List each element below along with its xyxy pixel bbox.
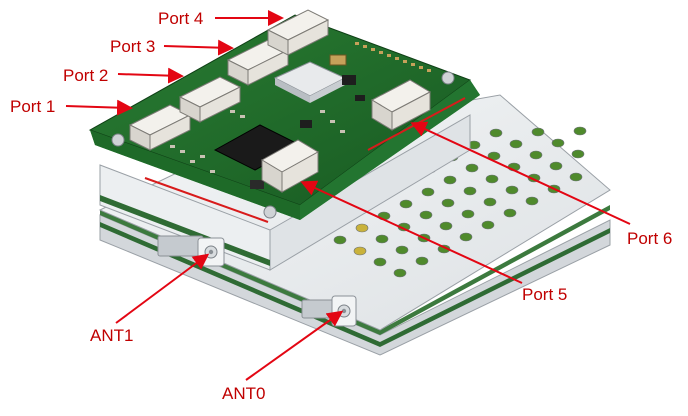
vent-hole [373, 257, 387, 267]
port6-label: Port 6 [627, 229, 672, 248]
vent-hole [333, 235, 347, 245]
vent-hole [355, 223, 369, 233]
vent-hole [441, 198, 455, 208]
vent-hole [505, 185, 519, 195]
port3-label: Port 3 [110, 37, 155, 56]
ant1-connector [157, 235, 225, 267]
vent-hole [463, 186, 477, 196]
callout-arrows [65, 10, 631, 381]
port1-label: Port 1 [10, 97, 55, 116]
port1-connector [128, 104, 192, 151]
vent-hole [421, 187, 435, 197]
port2-arrow [117, 67, 184, 84]
vent-hole [483, 197, 497, 207]
vent-hole [443, 175, 457, 185]
vent-hole [529, 150, 543, 160]
vent-hole [375, 234, 389, 244]
port3-arrow [163, 39, 234, 56]
vent-hole [439, 221, 453, 231]
vent-hole [571, 149, 585, 159]
ant0-label: ANT0 [222, 384, 265, 403]
port4-label: Port 4 [158, 9, 203, 28]
ant1-label: ANT1 [90, 326, 133, 345]
vent-hole [393, 268, 407, 278]
vent-hole [353, 246, 367, 256]
vent-hole [503, 208, 517, 218]
vent-hole [481, 220, 495, 230]
pcb-board [88, 14, 480, 223]
vent-hole [573, 126, 587, 136]
vent-hole [551, 138, 565, 148]
port6-arrow [410, 121, 631, 225]
port1-arrow [65, 99, 133, 116]
port4-connector [266, 9, 330, 56]
vent-hole [525, 196, 539, 206]
port2-label: Port 2 [63, 66, 108, 85]
vent-hole [395, 245, 409, 255]
vent-hole [419, 210, 433, 220]
vent-hole [399, 199, 413, 209]
vent-hole [569, 172, 583, 182]
vent-hole [549, 161, 563, 171]
vent-hole [489, 128, 503, 138]
vent-hole [459, 232, 473, 242]
vent-hole [465, 163, 479, 173]
vent-hole [415, 256, 429, 266]
ant1-arrow [115, 253, 210, 324]
callout-labels: Port 4 Port 3 Port 2 Port 1 Port 6 Port … [10, 9, 672, 403]
vent-hole [531, 127, 545, 137]
port5-connector [261, 139, 319, 193]
ant0-arrow [245, 310, 344, 381]
vent-hole [509, 139, 523, 149]
vent-hole [461, 209, 475, 219]
port5-label: Port 5 [522, 285, 567, 304]
vent-hole [485, 174, 499, 184]
port5-arrow [300, 180, 523, 284]
port2-connector [178, 76, 242, 123]
pcb-components [111, 42, 455, 219]
enclosure-body [99, 114, 471, 271]
port6-connector [370, 79, 432, 131]
